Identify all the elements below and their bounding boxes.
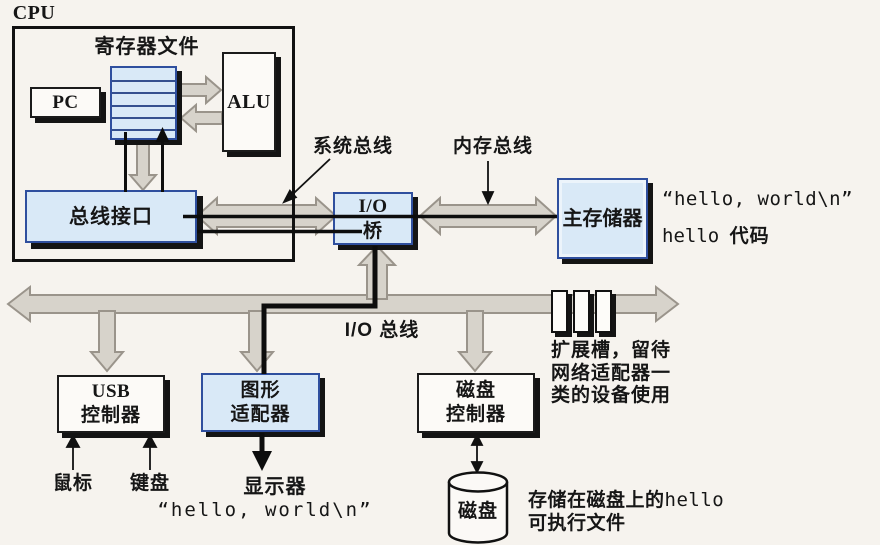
memory-hello-string: “hello, world\n” — [662, 188, 854, 210]
expansion-slot — [551, 290, 568, 333]
register-row-divider — [112, 129, 175, 131]
register-row-divider — [112, 92, 175, 94]
expansion-slot — [595, 290, 612, 333]
disk-drop-arrow — [456, 310, 494, 373]
io-bus-label: I/O 总线 — [344, 320, 420, 341]
memory-bus-pointer-head — [481, 191, 495, 206]
usb-controller-line2: 控制器 — [80, 405, 141, 426]
disk-cylinder — [447, 471, 509, 544]
regfile-businterface-arrow — [127, 140, 159, 192]
cpu-label: CPU — [12, 2, 56, 24]
expansion-slots-note: 扩展槽，留待 网络适配器一 类的设备使用 — [551, 340, 671, 408]
register-row-divider — [112, 80, 175, 82]
memory-hello-code: hello 代码 — [662, 225, 770, 249]
alu-box: ALU — [222, 52, 276, 152]
disk-note-line1: 存储在磁盘上的hello — [528, 489, 724, 512]
graphics-adapter-line1: 图形 — [240, 379, 281, 401]
disk-controller-box: 磁盘 控制器 — [417, 373, 535, 433]
disk-label: 磁盘 — [457, 501, 498, 522]
memory-hello-code-label: 代码 — [729, 226, 770, 247]
io-bridge-line2: 桥 — [362, 220, 383, 242]
disk-note-prefix: 存储在磁盘上的 — [528, 490, 665, 511]
bus-interface-box: 总线接口 — [25, 190, 197, 243]
keyboard-arrow-head — [142, 434, 158, 448]
cpu-box — [12, 26, 295, 262]
pc-box: PC — [30, 87, 101, 118]
memory-bus-label: 内存总线 — [452, 136, 533, 157]
graphics-adapter-line2: 适配器 — [230, 403, 291, 425]
io-bridge-line1: I/O — [358, 195, 388, 217]
register-file-label: 寄存器文件 — [94, 36, 200, 58]
alu-to-regfile-arrow — [179, 102, 223, 134]
display-output-string: “hello, world\n” — [157, 499, 373, 521]
graphics-adapter-box: 图形 适配器 — [201, 373, 320, 432]
io-bridge-box: I/O 桥 — [333, 192, 413, 245]
expansion-note-line2: 网络适配器一 — [551, 362, 672, 384]
disk-contents-note: 存储在磁盘上的hello 可执行文件 — [528, 489, 724, 535]
system-bus-label: 系统总线 — [312, 136, 393, 157]
disk-note-line2: 可执行文件 — [528, 513, 626, 534]
bus-interface-label: 总线接口 — [69, 205, 153, 228]
regfile-to-alu-arrow — [179, 74, 223, 106]
system-bus-pointer-line — [292, 158, 331, 195]
expansion-slot — [573, 290, 590, 333]
bridge-iobus-connector-arrow — [356, 244, 398, 300]
disk-controller-line2: 控制器 — [445, 404, 506, 425]
main-memory-label: 主存储器 — [562, 207, 643, 230]
main-memory-box: 主存储器 — [557, 178, 648, 259]
keyboard-label: 键盘 — [129, 473, 170, 494]
register-file-box — [110, 66, 177, 140]
usb-controller-box: USB 控制器 — [57, 375, 165, 433]
disk-controller-line1: 磁盘 — [455, 380, 496, 401]
expansion-note-line3: 类的设备使用 — [551, 385, 672, 406]
usb-controller-line1: USB — [91, 381, 131, 402]
display-label: 显示器 — [243, 476, 307, 498]
expansion-note-line1: 扩展槽，留待 — [551, 340, 672, 361]
register-row-divider — [112, 117, 175, 119]
mouse-arrow-head — [65, 434, 81, 448]
disk-link-head-down — [470, 461, 484, 475]
mouse-label: 鼠标 — [52, 473, 93, 494]
usb-drop-arrow — [88, 310, 126, 373]
pc-label: PC — [52, 91, 79, 113]
register-row-divider — [112, 105, 175, 107]
disk-link-head-up — [470, 432, 484, 446]
disk-note-code-name: hello — [664, 489, 725, 511]
alu-label: ALU — [227, 91, 271, 113]
graphics-drop-arrow — [238, 310, 276, 373]
memory-hello-code-name: hello — [662, 225, 720, 247]
